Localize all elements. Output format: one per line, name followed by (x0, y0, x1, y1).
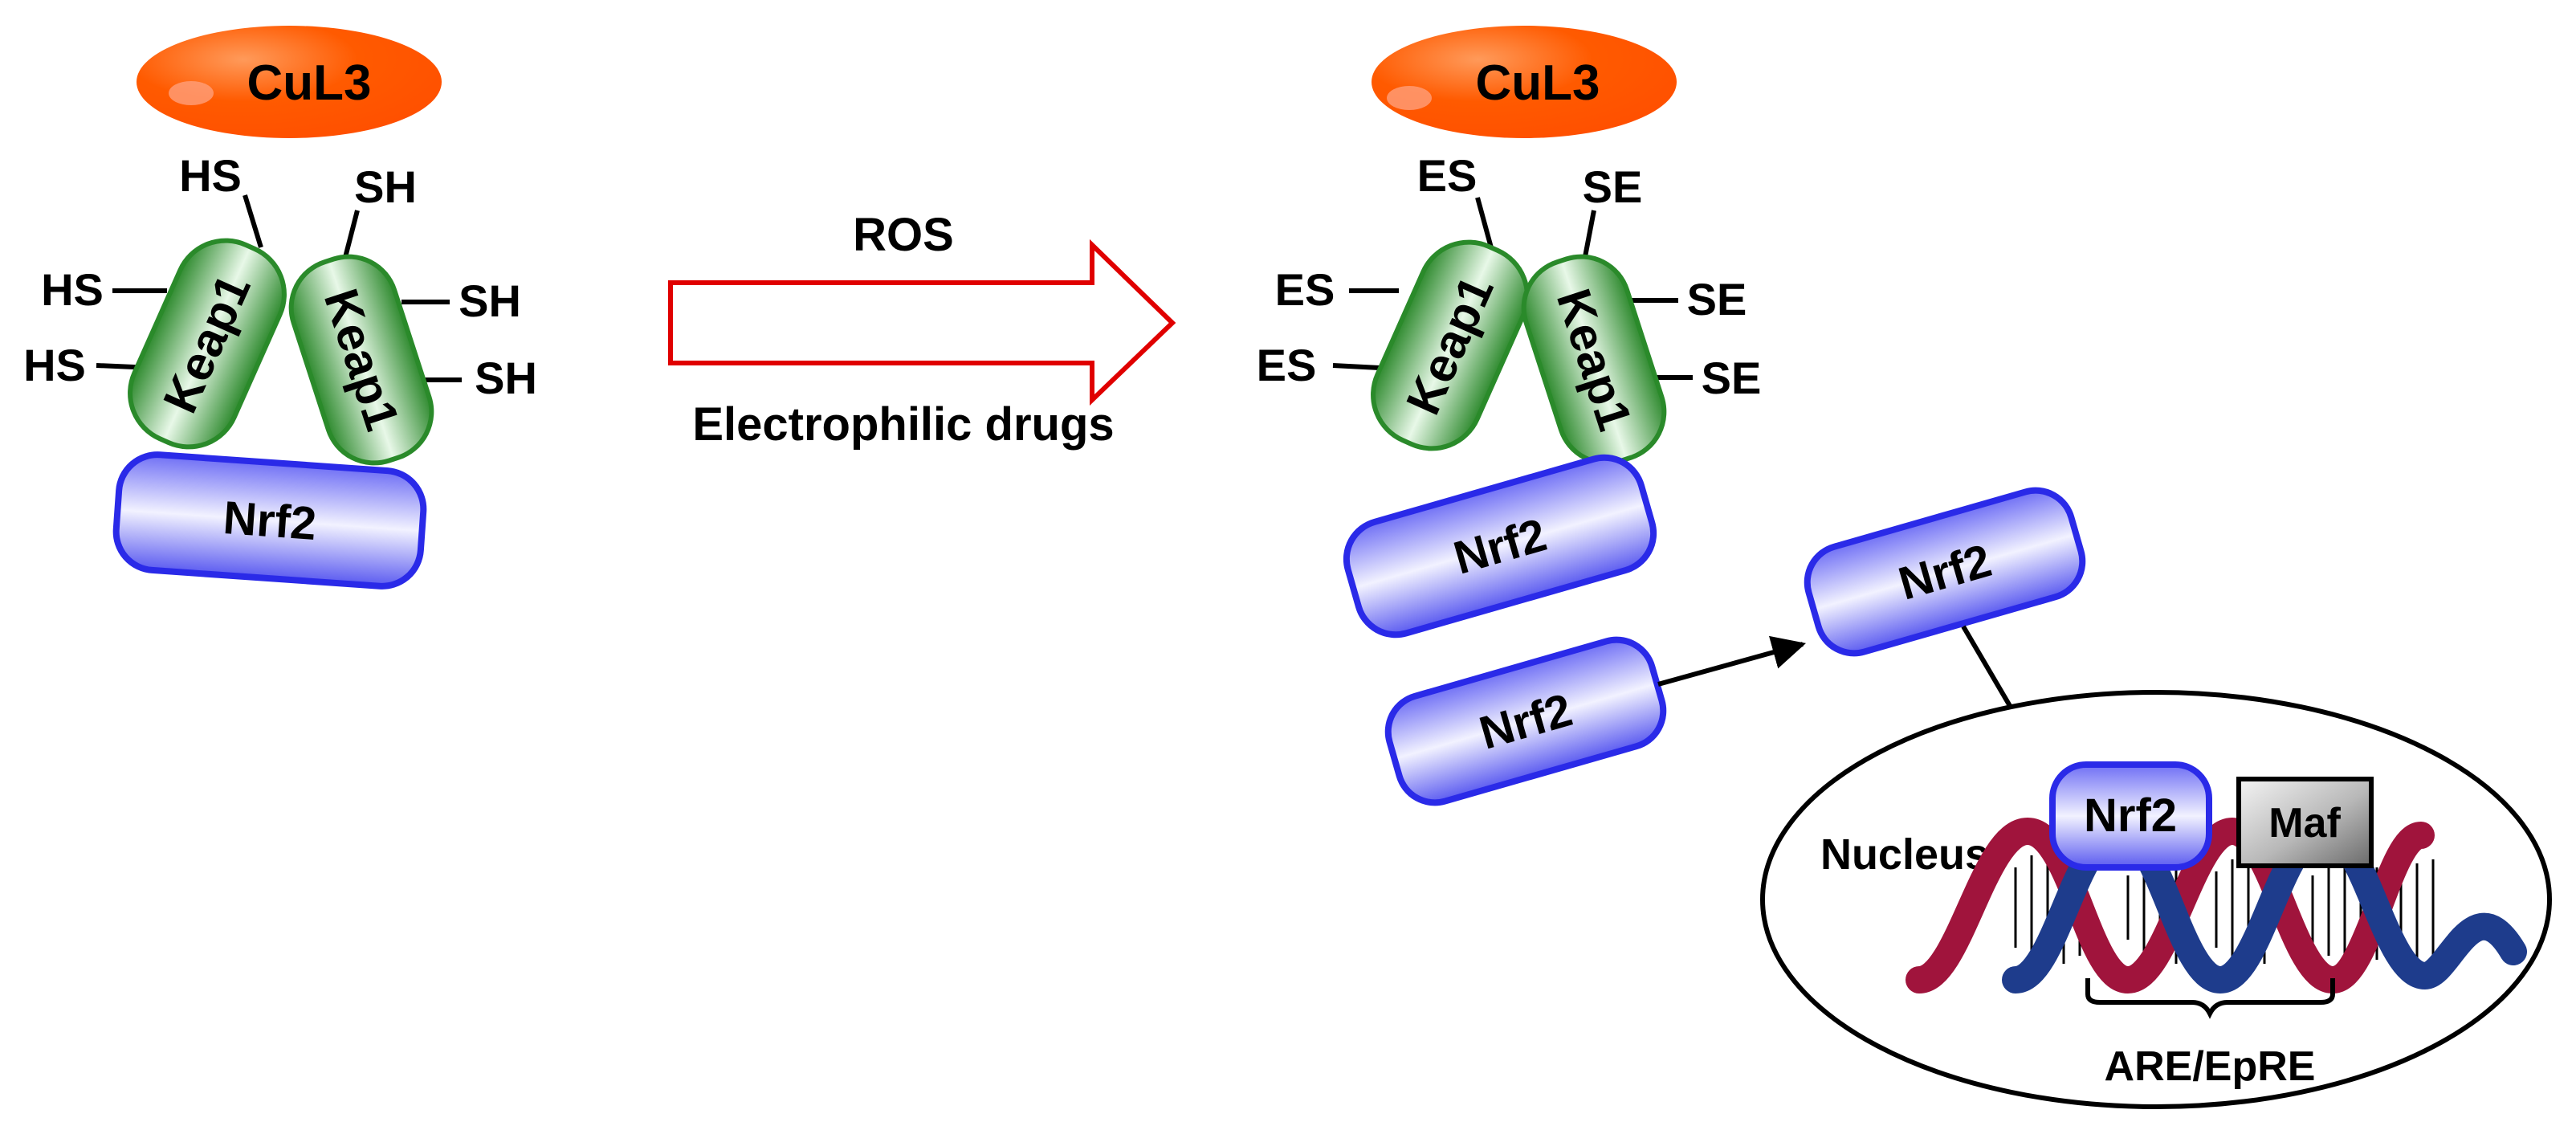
released-nrf2: Nrf2 Nrf2 (1384, 487, 2086, 806)
thiol-label: SH (354, 161, 417, 212)
bond (243, 194, 263, 248)
keap1-left-b: Keap1 (288, 254, 434, 466)
thiol-label: SH (475, 353, 537, 403)
cul3-right-label: CuL3 (1476, 55, 1600, 111)
nrf2-nuclear: Nrf2 (2049, 761, 2212, 871)
release-arrow (1657, 635, 1807, 687)
maf-protein: Maf (2236, 777, 2374, 868)
bond (1475, 197, 1494, 251)
left-complex: CuL3 HS HS HS SH SH SH Keap1 Keap1 Nrf2 (23, 26, 537, 590)
adduct-label: SE (1583, 161, 1643, 212)
nrf2-left-label: Nrf2 (222, 492, 318, 550)
transition-arrow (668, 239, 1176, 406)
nucleus: Nucleus (1760, 690, 2552, 1109)
electrophilic-drugs-label: Electrophilic drugs (692, 398, 1114, 451)
thiol-label: HS (41, 264, 104, 315)
adduct-label: ES (1417, 150, 1478, 201)
cul3-left-highlight (169, 81, 214, 105)
cul3-left-label: CuL3 (247, 55, 372, 111)
adduct-label: SE (1702, 353, 1762, 403)
adduct-label: ES (1275, 264, 1335, 315)
are-epre-label: ARE/EpRE (2105, 1043, 2316, 1090)
nrf2-nuclear-label: Nrf2 (2084, 789, 2177, 842)
thiol-label: SH (459, 275, 521, 326)
nrf2-free: Nrf2 (1384, 636, 1667, 806)
adduct-label: SE (1687, 274, 1747, 324)
keap1-left-a: Keap1 (128, 238, 287, 450)
right-complex: CuL3 ES ES ES SE SE SE Keap1 Keap1 Nrf2 (1257, 26, 1762, 639)
adduct-label: ES (1257, 340, 1317, 390)
keap1-right-b: Keap1 (1521, 254, 1667, 466)
nucleus-label: Nucleus (1820, 830, 1989, 879)
are-bracket (2085, 978, 2335, 1019)
nrf2-translocating: Nrf2 (1804, 487, 2086, 657)
keap1-right-a: Keap1 (1371, 239, 1530, 451)
nrf2-right-bound: Nrf2 (1343, 454, 1657, 639)
maf-label: Maf (2268, 800, 2341, 847)
nrf2-left: Nrf2 (112, 451, 427, 590)
bond (1332, 363, 1380, 370)
thiol-label: HS (179, 150, 242, 201)
cul3-right-highlight (1387, 86, 1432, 110)
cul3-left (137, 26, 442, 138)
cul3-right (1372, 26, 1677, 138)
transition: ROS Electrophilic drugs (668, 209, 1176, 451)
thiol-label: HS (23, 340, 86, 390)
ros-label: ROS (853, 209, 954, 261)
